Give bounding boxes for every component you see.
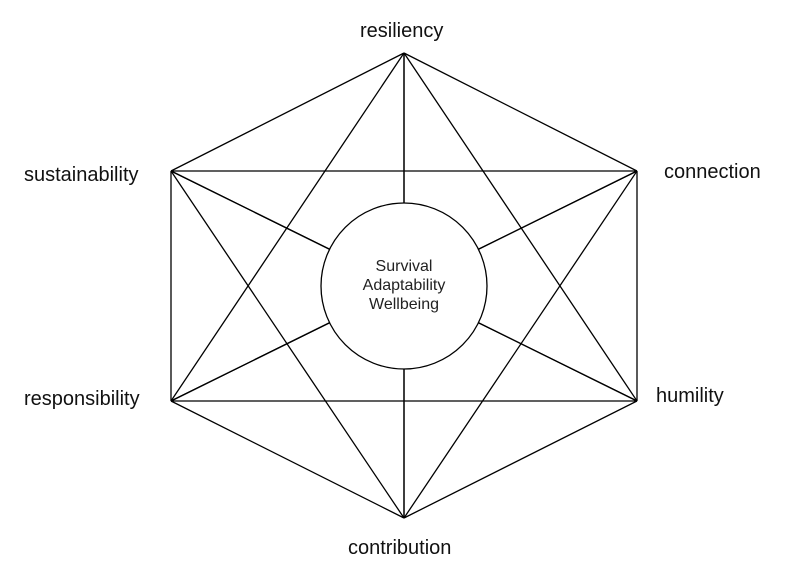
label-humility: humility — [656, 385, 724, 407]
center-text: Survival Adaptability Wellbeing — [323, 257, 485, 314]
spoke-upper-left — [170, 170, 330, 250]
edge-top-lower-left — [170, 52, 405, 402]
edge-top-upper-left — [170, 52, 405, 172]
edge-top-lower-right — [403, 52, 638, 402]
edge-upper-right-bottom — [403, 170, 638, 519]
center-line-survival: Survival — [375, 258, 433, 275]
center-line-adaptability: Adaptability — [362, 277, 446, 294]
label-resiliency: resiliency — [360, 20, 444, 42]
edge-bottom-upper-left — [170, 170, 405, 519]
label-sustainability: sustainability — [24, 164, 139, 186]
center-circle — [320, 202, 488, 370]
edge-top-upper-right — [403, 52, 638, 172]
edge-bottom-lower-left — [170, 400, 405, 519]
diagram-spokes — [170, 53, 638, 518]
label-contribution: contribution — [348, 537, 452, 559]
edge-lower-right-bottom — [403, 400, 638, 519]
label-responsibility: responsibility — [24, 388, 140, 410]
spoke-lower-left — [170, 322, 330, 402]
label-connection: connection — [664, 161, 761, 183]
spoke-lower-right — [478, 322, 638, 402]
spoke-upper-right — [478, 170, 638, 250]
center-line-wellbeing: Wellbeing — [369, 296, 439, 313]
